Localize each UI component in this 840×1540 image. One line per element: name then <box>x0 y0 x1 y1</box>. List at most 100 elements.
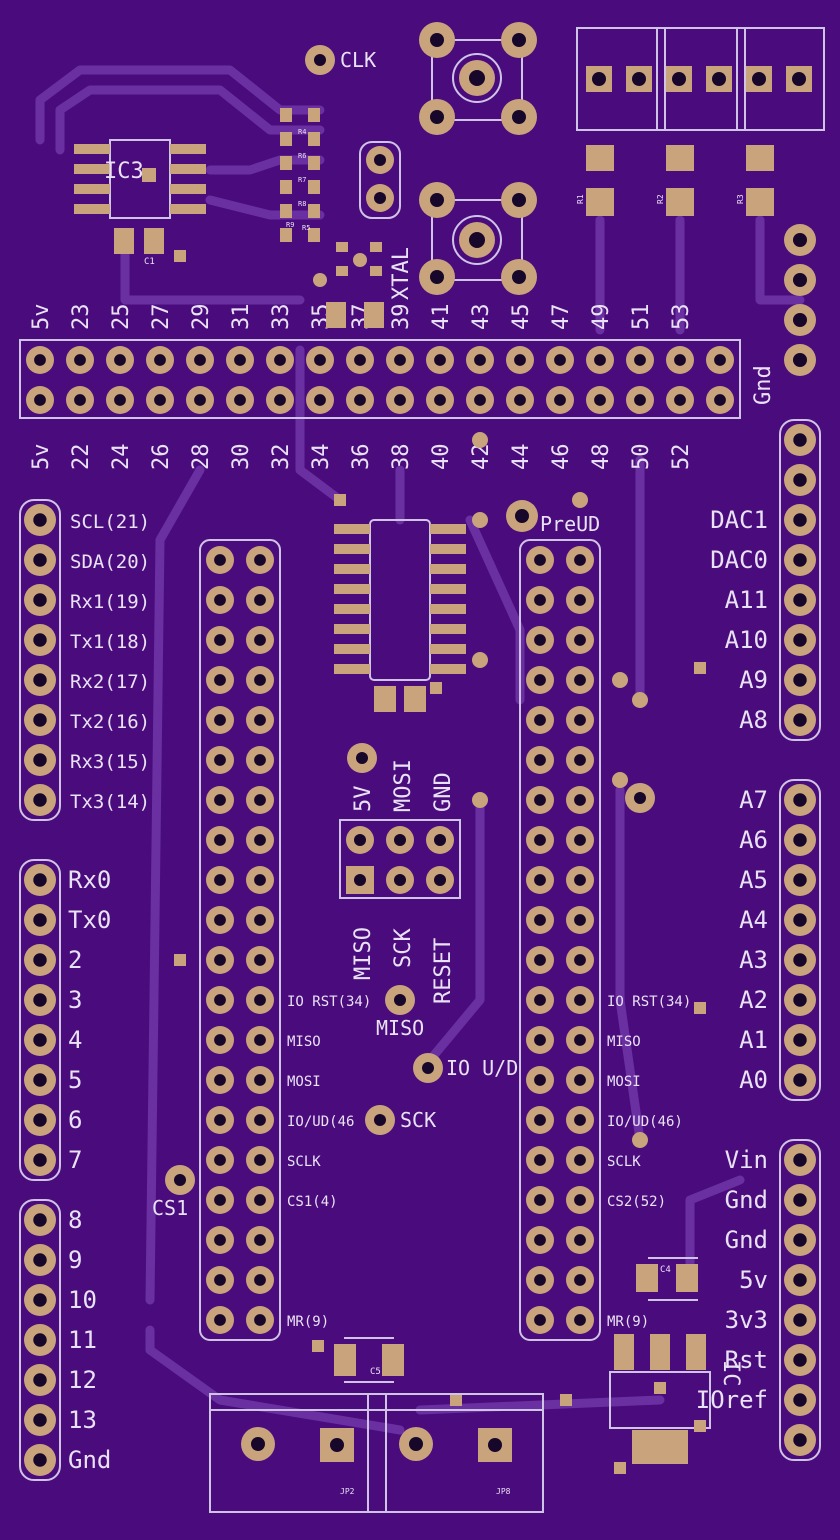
left-socket-pin-hole <box>254 674 266 686</box>
right-header-pin-hole <box>793 553 807 567</box>
right-header-pin-hole <box>793 633 807 647</box>
header-pin-bottom-13-hole <box>554 394 566 406</box>
left-pin-label: Tx3(14) <box>70 791 150 813</box>
c4-label: C4 <box>660 1265 671 1275</box>
header-pin-top-8-hole <box>354 354 366 366</box>
left-socket-pin-hole <box>254 874 266 886</box>
right-header-pin-hole <box>793 1313 807 1327</box>
left-socket-pin-hole <box>254 1114 266 1126</box>
left-socket-pin-hole <box>254 834 266 846</box>
left-socket-pin-hole <box>214 1034 226 1046</box>
dip-pad <box>334 624 370 634</box>
header-top-number: 31 <box>229 304 254 331</box>
resistors-r1-r3: R1 R2 R3 <box>576 145 774 216</box>
header-pin-top-9-hole <box>394 354 406 366</box>
header-pin-bottom-17-hole <box>714 394 726 406</box>
icsp-header: 5V MOSI GND MISO SCK RESET <box>339 743 461 1004</box>
left-pin-label: Rx1(19) <box>70 591 150 613</box>
r6-label: R6 <box>298 152 306 160</box>
left-socket-pin-hole <box>254 714 266 726</box>
header-pin-bottom-0-hole <box>34 394 46 406</box>
left-socket-pin-hole <box>254 794 266 806</box>
header-pin-top-4-hole <box>194 354 206 366</box>
right-header-outline <box>779 419 821 741</box>
left-socket-outline <box>199 539 281 1341</box>
header-bottom-number: 46 <box>549 444 574 471</box>
right-pin-label: A3 <box>739 946 768 974</box>
header-bottom-number: 42 <box>469 444 494 471</box>
right-pin-label: A4 <box>739 906 768 934</box>
dip-pad <box>430 524 466 534</box>
right-socket-pin-hole <box>574 554 586 566</box>
right-socket-pin-hole <box>534 674 546 686</box>
right-pin-label: A10 <box>725 626 768 654</box>
header-top-number: 41 <box>429 304 454 331</box>
dip-pad <box>430 604 466 614</box>
left-socket-pin-hole <box>254 1194 266 1206</box>
right-socket-pin-hole <box>534 1154 546 1166</box>
sck-tp-label: SCK <box>400 1108 436 1132</box>
left-pin-label: 13 <box>68 1406 97 1434</box>
header-top-number: 39 <box>389 304 414 331</box>
header-top-number: 23 <box>69 304 94 331</box>
header-top-number: 51 <box>629 304 654 331</box>
capacitor-c1: C1 <box>114 228 186 267</box>
left-header-pin-hole <box>33 1373 47 1387</box>
left-socket-pin-hole <box>254 1074 266 1086</box>
capacitor-c5: C5 <box>312 1337 404 1383</box>
header-pin-bottom-8-hole <box>354 394 366 406</box>
jp2-label: JP2 <box>340 1487 355 1496</box>
right-socket-pin-hole <box>574 914 586 926</box>
left-socket-pin-hole <box>214 794 226 806</box>
crystal-xtal: XTAL <box>313 141 414 328</box>
right-pin-label: 3v3 <box>725 1306 768 1334</box>
right-socket-label: SCLK <box>607 1154 641 1170</box>
header-pin-top-1-hole <box>74 354 86 366</box>
right-socket-pin-hole <box>574 1074 586 1086</box>
right-header-pin-hole <box>793 1233 807 1247</box>
left-pin-label: 3 <box>68 986 82 1014</box>
right-socket-label: MR(9) <box>607 1314 649 1330</box>
resistor-network: R4 R6 R7 R8 R9 R5 <box>280 108 320 242</box>
header-bottom-number: 48 <box>589 444 614 471</box>
right-socket-pin-hole <box>534 1074 546 1086</box>
header-top-number: 49 <box>589 304 614 331</box>
signal-testpoints: MISO IO U/D SCK CS1 <box>152 662 706 1220</box>
right-header-pin-hole <box>793 1433 807 1447</box>
right-socket-pin-hole <box>574 1114 586 1126</box>
left-header-outline <box>19 859 61 1181</box>
header-pin-bottom-11-hole <box>474 394 486 406</box>
copper-traces <box>35 65 805 1435</box>
left-socket-pin-hole <box>254 634 266 646</box>
left-pin-label: 9 <box>68 1246 82 1274</box>
header-gnd-label: Gnd <box>751 365 776 405</box>
header-bottom-number: 30 <box>229 444 254 471</box>
header-bottom-number: 50 <box>629 444 654 471</box>
left-socket-pin-hole <box>214 714 226 726</box>
left-header-pin-hole <box>33 1033 47 1047</box>
header-bottom-number: 36 <box>349 444 374 471</box>
counter-ic-dip <box>334 432 588 712</box>
header-pin-bottom-15-hole <box>634 394 646 406</box>
right-header-pin-hole <box>793 913 807 927</box>
right-socket-pin-hole <box>534 794 546 806</box>
left-header-pin-hole <box>33 1293 47 1307</box>
header-bottom-number: 34 <box>309 444 334 471</box>
right-header-pin-hole <box>793 713 807 727</box>
right-header-pin-hole <box>793 793 807 807</box>
c1-label: C1 <box>144 257 155 267</box>
header-bottom-number: 22 <box>69 444 94 471</box>
right-pin-label: IOref <box>696 1386 768 1414</box>
right-pin-label: A1 <box>739 1026 768 1054</box>
right-pin-label: A2 <box>739 986 768 1014</box>
dip-pad <box>334 664 370 674</box>
r5-label: R5 <box>302 224 310 232</box>
left-edge-headers: SCL(21)SDA(20)Rx1(19)Tx1(18)Rx2(17)Tx2(1… <box>19 499 150 1481</box>
header-pin-bottom-10-hole <box>434 394 446 406</box>
header-pin-bottom-6-hole <box>274 394 286 406</box>
right-socket-pin-hole <box>534 954 546 966</box>
right-socket-pin-hole <box>534 594 546 606</box>
left-pin-label: 10 <box>68 1286 97 1314</box>
header-pin-bottom-1-hole <box>74 394 86 406</box>
right-socket-pin-hole <box>574 994 586 1006</box>
